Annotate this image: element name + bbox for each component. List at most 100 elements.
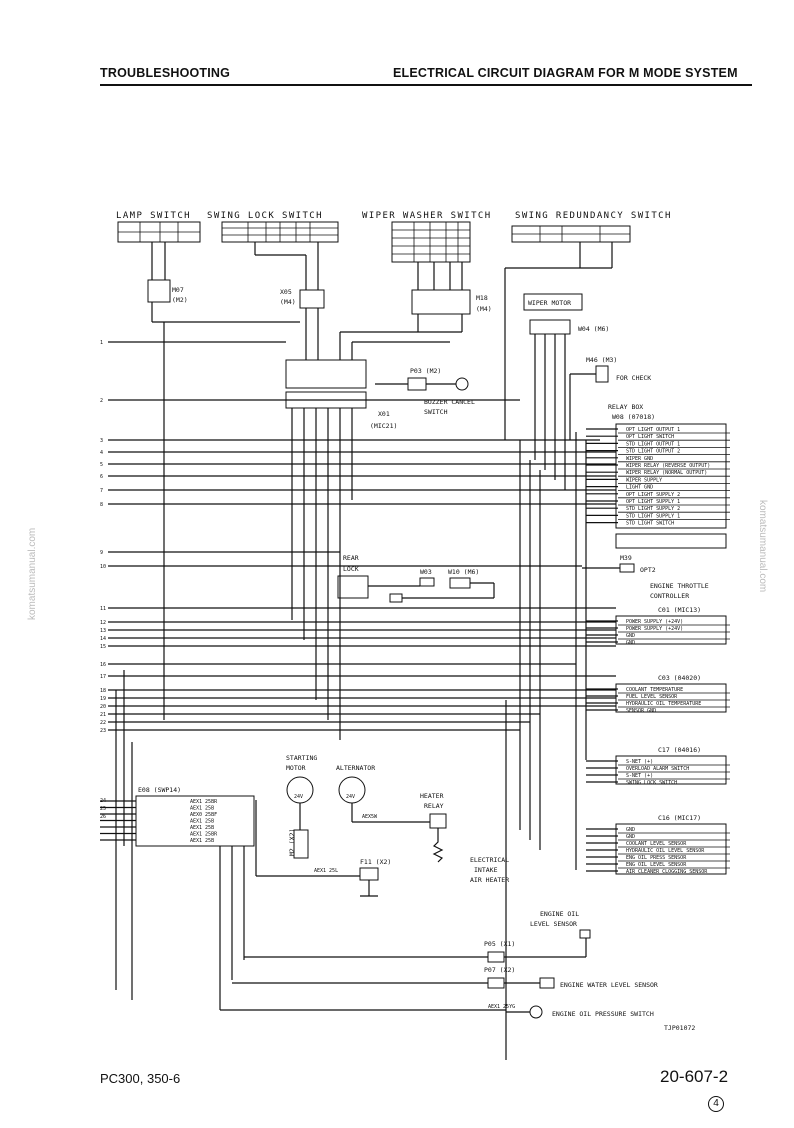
wiper-motor-label: WIPER MOTOR [528,299,571,307]
buzzer-switch-symbol [455,377,469,391]
water-level-sensor [539,977,555,989]
heater-relay-box [429,813,447,829]
c16-pin-label: GND [626,834,635,840]
line-number: 24 [100,798,106,804]
e08-pin-label: AEX1 25B [190,819,214,825]
line-number: 21 [100,712,106,718]
line-number: 26 [100,814,106,820]
buzzer-label-1: BUZZER CANCEL [424,398,475,406]
c17-label: C17 (04016) [658,746,701,754]
x01-sub: (MIC21) [370,422,397,430]
m2-label: M2 (X2) [288,829,296,856]
rear-lock-label-1: REAR [343,554,359,562]
wire-aex5w: AEX5W [362,814,378,820]
starting-motor-label-2: MOTOR [286,764,306,772]
f11-label: F11 (X2) [360,858,391,866]
w10-label: W10 (M6) [448,568,479,576]
p07-label: P07 (X2) [484,966,515,974]
w04-label: W04 (M6) [578,325,609,333]
c16-pin-label: HYDRAULIC OIL LEVEL SENSOR [626,848,705,854]
line-number: 9 [100,550,103,556]
m18-label: M18 [476,294,488,302]
relay-box-pin-label: STD LIGHT OUTPUT 1 [626,441,680,447]
footer-model: PC300, 350-6 [100,1071,181,1086]
line-number: 6 [100,474,103,480]
c01-pin-label: POWER SUPPLY (+24V) [626,626,683,632]
w04-connector [529,319,571,335]
footer-page-number: 20-607-2 [660,1067,729,1086]
relay-box-pin-label: STD LIGHT SUPPLY 1 [626,513,680,519]
c16-pin-label: ENG OIL LEVEL SENSOR [626,862,687,868]
c03-label: C03 (04020) [658,674,701,682]
line-number: 25 [100,806,106,812]
c16-label: C16 (MIC17) [658,814,701,822]
relay-box-pin-label: STD LIGHT SUPPLY 2 [626,506,680,512]
m46-connector [595,365,609,383]
relay-box-pin-label: OPT LIGHT OUTPUT 1 [626,427,680,433]
m07-sub: (M2) [172,296,188,304]
rear-lock-label-2: LOCK [343,565,359,573]
line-number: 1 [100,340,103,346]
m46-label: M46 (M3) [586,356,617,364]
wiper-washer-switch-table [391,221,471,263]
p05-connector [487,951,505,963]
relay-box-pin-label: WIPER GND [626,456,653,462]
c03-pin-label: HYDRAULIC OIL TEMPERATURE [626,701,701,707]
line-number: 11 [100,606,106,612]
e08-pin-label: AEX0 25BF [190,812,217,818]
oil-level-sensor [579,929,591,939]
line-number: 15 [100,644,106,650]
heater-relay-label-1: HEATER [420,792,444,800]
relay-box-pin-label: OPT LIGHT SUPPLY 1 [626,499,680,505]
p03-label: P03 (M2) [410,367,441,375]
e08-pin-label: AEX1 25BR [190,799,218,805]
left-line-numbers: 1234567891011121314151617181920212223242… [100,340,106,820]
relay-box-pin-label: WIPER SUPPLY [626,477,662,483]
c17-pin-label: S-NET (+) [626,759,653,765]
c01-pin-label: POWER SUPPLY (+24V) [626,619,683,625]
relay-box-lower [615,533,727,549]
intake-heater-resistor [432,828,444,863]
line-number: 4 [100,450,103,456]
header-right: ELECTRICAL CIRCUIT DIAGRAM FOR M MODE SY… [393,66,738,80]
c16-pin-label: COOLANT LEVEL SENSOR [626,841,687,847]
rear-lock-box [337,575,369,599]
line-number: 23 [100,728,106,734]
line-number: 17 [100,674,106,680]
f11-connector [359,867,379,881]
intake-label-2: INTAKE [474,866,498,874]
c03-pin-label: SENSOR GND [626,708,656,714]
m39-connector [619,563,635,573]
alternator-voltage: 24V [346,794,355,800]
header-rule [100,84,752,86]
water-level-label: ENGINE WATER LEVEL SENSOR [560,981,658,989]
c16-connector [615,823,727,875]
relay-box-pin-label: STD LIGHT SWITCH [626,521,674,527]
line-number: 12 [100,620,106,626]
e08-pin-label: AEX1 25B [190,806,214,812]
c17-pin-label: OVERLOAD ALARM SWITCH [626,766,689,772]
x05-connector [299,289,325,309]
line-number: 16 [100,662,106,668]
e08-label: E08 (SWP14) [138,786,181,794]
m07-label: M07 [172,286,184,294]
relay-box-pin-label: OPT LIGHT SUPPLY 2 [626,492,680,498]
engine-throttle-label-2: CONTROLLER [650,592,689,600]
c03-pin-label: COOLANT TEMPERATURE [626,687,683,693]
c03-pin-label: FUEL LEVEL SENSOR [626,694,678,700]
m18-sub: (M4) [476,305,492,313]
relay-box-label-2: W08 (07018) [612,413,655,421]
w03-label: W03 [420,568,432,576]
e08-pin-label: AEX1 25B [190,825,214,831]
w03-connector [419,577,435,587]
x01-label: X01 [378,410,390,418]
p05-label: P05 (X1) [484,940,515,948]
opt2-label: OPT2 [640,566,656,574]
line-number: 20 [100,704,106,710]
rear-lock-diode [389,593,403,603]
line-number: 13 [100,628,106,634]
intake-label-1: ELECTRICAL [470,856,509,864]
line-number: 19 [100,696,106,702]
